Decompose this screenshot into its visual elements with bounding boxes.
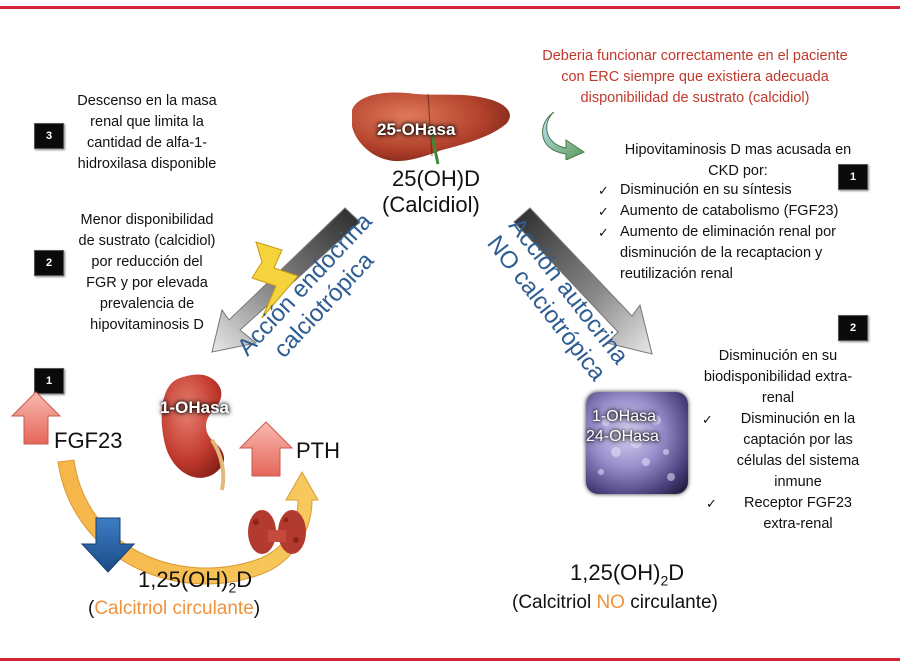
note-1-right-continuation: disminución de la recaptacion y reutiliz… <box>620 243 822 285</box>
top-note: Deberia funcionar correctamente en el pa… <box>515 46 875 109</box>
note-line: renal <box>761 390 795 406</box>
formula-suffix: D <box>668 560 685 585</box>
note-line: CKD por: <box>708 163 768 179</box>
note-line: de sustrato (calcidiol) <box>78 233 216 249</box>
kidney-label: 1-OHasa <box>160 398 229 417</box>
immune-cell-image <box>586 392 688 494</box>
calcitriol-circulante-text: Calcitriol circulante <box>94 598 254 619</box>
note-1-right-list: Disminución en su síntesis Aumento de ca… <box>594 180 884 243</box>
immune-label-1: 1-OHasa <box>592 408 657 425</box>
paren: ( <box>88 598 95 619</box>
down-arrow-calcitriol-icon <box>80 517 136 573</box>
note-line: inmune <box>774 474 822 490</box>
check-item: Aumento de eliminación renal por <box>594 222 884 243</box>
check-item: Aumento de catabolismo (FGF23) <box>594 201 884 222</box>
top-rule <box>0 6 900 9</box>
check-mark-icon: ✓ <box>706 496 717 511</box>
note-2-right-title: Disminución en su biodisponibilidad extr… <box>688 346 868 409</box>
note-line: cantidad de alfa-1- <box>86 135 208 151</box>
curved-arrow-icon <box>542 111 586 160</box>
note-line: biodisponibilidad extra- <box>703 369 853 385</box>
no-highlight: NO <box>596 592 625 613</box>
up-arrow-fgf23-icon <box>10 391 62 445</box>
cell-texture <box>598 409 675 481</box>
top-note-line: Deberia funcionar correctamente en el pa… <box>542 48 848 64</box>
note-2-left: Menor disponibilidad de sustrato (calcid… <box>62 210 232 336</box>
immune-label-2: 24-OHasa <box>586 428 659 445</box>
note-3: Descenso en la masa renal que limita la … <box>62 91 232 175</box>
top-note-line: con ERC siempre que existiera adecuada <box>561 69 829 85</box>
right-pathway-arrow <box>513 207 653 355</box>
note-line: prevalencia de <box>99 296 195 312</box>
formula-subscript: 2 <box>660 572 669 589</box>
thyroid-icon <box>248 510 306 554</box>
note-line: Disminución en la <box>740 411 856 427</box>
pth-label: PTH <box>296 438 340 463</box>
lightning-icon <box>251 241 299 319</box>
top-note-line: disponibilidad de sustrato (calcidiol) <box>580 90 810 106</box>
bottom-rule <box>0 658 900 661</box>
note-line: Receptor FGF23 <box>744 495 852 511</box>
note-line: FGR y por elevada <box>86 275 208 291</box>
note-line: hidroxilasa disponible <box>77 156 217 172</box>
note-line: reutilización renal <box>620 266 733 282</box>
note-line: células del sistema <box>736 453 860 469</box>
note-line: por reducción del <box>91 254 203 270</box>
badge-2-left: 2 <box>34 250 64 276</box>
note-line: disminución de la recaptacion y <box>620 245 823 261</box>
calcitriol-left-formula: 1,25(OH)2D <box>138 567 252 595</box>
check-item: Disminución en su síntesis <box>594 180 884 201</box>
liver-label: 25-OHasa <box>377 120 456 139</box>
fgf23-label: FGF23 <box>54 428 123 453</box>
note-2-right-item1: ✓ Disminución en la captación por las cé… <box>700 409 880 493</box>
calcidiol-formula: 25(OH)D <box>392 166 481 191</box>
paren: ) <box>253 598 261 619</box>
note-1-right-title: Hipovitaminosis D mas acusada en CKD por… <box>598 140 878 182</box>
formula-subscript: 2 <box>228 579 237 596</box>
note-line: captación por las <box>743 432 853 448</box>
calcidiol-name: (Calcidiol) <box>382 192 480 217</box>
calcitriol-text: (Calcitriol <box>512 592 597 613</box>
calcitriol-left-name: (Calcitriol circulante) <box>88 598 260 620</box>
formula-prefix: 1,25(OH) <box>570 560 661 585</box>
note-line: Disminución en su <box>718 348 838 364</box>
up-arrow-pth-icon <box>238 421 294 477</box>
check-mark-icon: ✓ <box>702 412 713 427</box>
calcitriol-right-name: (Calcitriol NO circulante) <box>512 592 718 614</box>
note-2-right-item2: ✓ Receptor FGF23 extra-renal <box>700 493 880 535</box>
note-line: Hipovitaminosis D mas acusada en <box>624 142 852 158</box>
calcitriol-right-formula: 1,25(OH)2D <box>570 560 684 588</box>
badge-2-right: 2 <box>838 315 868 341</box>
formula-prefix: 1,25(OH) <box>138 567 229 592</box>
badge-3: 3 <box>34 123 64 149</box>
note-line: Descenso en la masa <box>77 93 217 109</box>
note-line: renal que limita la <box>90 114 204 130</box>
badge-1-left: 1 <box>34 368 64 394</box>
circulante-text: circulante) <box>624 592 718 613</box>
kidney-icon <box>161 374 226 491</box>
note-line: extra-renal <box>763 516 833 532</box>
note-line: Menor disponibilidad <box>80 212 214 228</box>
liver-icon <box>352 92 510 165</box>
note-line: hipovitaminosis D <box>90 317 204 333</box>
formula-suffix: D <box>236 567 253 592</box>
